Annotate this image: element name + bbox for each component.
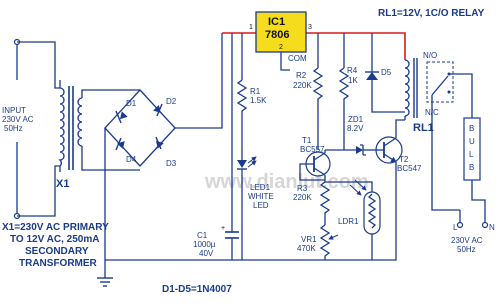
c1-value1: 1000µ bbox=[193, 240, 216, 249]
ic1-pin2: 2 bbox=[279, 44, 283, 51]
transformer-ref: X1 bbox=[56, 178, 69, 190]
t2-ref: T2 bbox=[399, 155, 409, 164]
ic1-com-label: COM bbox=[288, 54, 307, 63]
c1-value2: 40V bbox=[199, 249, 214, 258]
input-label-line2: 230V AC bbox=[2, 115, 34, 124]
output-n: N bbox=[489, 223, 495, 232]
resistor-r4 bbox=[338, 67, 350, 150]
capacitor-c1: + bbox=[221, 225, 239, 260]
ldr1-ref: LDR1 bbox=[338, 217, 359, 226]
ground-symbol bbox=[97, 260, 113, 287]
t2-part: BC547 bbox=[397, 164, 422, 173]
c1-ref: C1 bbox=[197, 231, 208, 240]
r2-ref: R2 bbox=[296, 71, 307, 80]
zener-zd1 bbox=[325, 144, 372, 156]
relay-nc-label: N/C bbox=[425, 108, 439, 117]
r4-ref: R4 bbox=[347, 66, 358, 75]
r4-value: 1K bbox=[348, 76, 358, 85]
input-label-line1: INPUT bbox=[2, 106, 26, 115]
t1-ref: T1 bbox=[302, 136, 312, 145]
relay-spec: RL1=12V, 1C/O RELAY bbox=[378, 8, 485, 19]
output-frequency: 50Hz bbox=[457, 245, 476, 254]
bulb-letter-2: U bbox=[469, 137, 475, 146]
output-terminals bbox=[456, 221, 489, 229]
bulb-letter-1: B bbox=[469, 124, 474, 133]
bridge-rectifier bbox=[104, 33, 223, 260]
relay-no-label: N/O bbox=[423, 51, 437, 60]
transformer-note-line2: TO 12V AC, 250mA bbox=[10, 234, 99, 245]
resistor-r2 bbox=[312, 67, 324, 150]
diode-d3-label: D3 bbox=[166, 159, 177, 168]
ic1-com-wire bbox=[280, 52, 290, 71]
r3-value: 220K bbox=[293, 193, 312, 202]
relay-rl1 bbox=[404, 58, 473, 211]
transformer-note-line3: SECONDARY bbox=[25, 246, 89, 257]
led1-white bbox=[237, 156, 257, 260]
diode-d5 bbox=[365, 60, 405, 113]
ic1-part: 7806 bbox=[265, 29, 289, 41]
zd1-ref: ZD1 bbox=[348, 115, 364, 124]
variable-resistor-vr1 bbox=[319, 224, 339, 260]
led1-line2: WHITE bbox=[248, 192, 274, 201]
d5-label: D5 bbox=[381, 68, 392, 77]
t1-part: BC557 bbox=[300, 145, 325, 154]
svg-text:+: + bbox=[221, 225, 225, 232]
r3-ref: R3 bbox=[297, 184, 308, 193]
transformer-note-line1: X1=230V AC PRIMARY bbox=[2, 222, 109, 233]
transistor-t2 bbox=[330, 119, 405, 261]
input-terminals bbox=[13, 38, 60, 220]
diode-d4-label: D4 bbox=[126, 155, 137, 164]
bulb-letter-3: L bbox=[469, 150, 474, 159]
diode-d1-label: D1 bbox=[126, 99, 137, 108]
input-label-line3: 50Hz bbox=[4, 124, 23, 133]
transformer-note-line4: TRANSFORMER bbox=[19, 258, 98, 269]
ic1-pin1: 1 bbox=[249, 24, 253, 31]
led1-line1: LED1 bbox=[250, 183, 271, 192]
supply-rail-output bbox=[306, 32, 406, 60]
ic1-ref: IC1 bbox=[268, 16, 285, 28]
watermark: www.dianlut.com bbox=[204, 171, 369, 193]
resistor-r3 bbox=[319, 181, 331, 225]
vr1-ref: VR1 bbox=[301, 235, 317, 244]
diode-d2-label: D2 bbox=[166, 97, 177, 106]
output-voltage: 230V AC bbox=[451, 236, 483, 245]
r2-value: 220K bbox=[293, 81, 312, 90]
diode-note: D1-D5=1N4007 bbox=[162, 284, 232, 295]
r1-ref: R1 bbox=[250, 87, 261, 96]
r1-value: 1.5K bbox=[250, 96, 267, 105]
transistor-t1 bbox=[299, 150, 331, 182]
output-l: L bbox=[453, 223, 458, 232]
vr1-value: 470K bbox=[297, 244, 316, 253]
relay-ref: RL1 bbox=[413, 122, 434, 134]
ldr1 bbox=[325, 179, 381, 260]
ic1-pin3: 3 bbox=[308, 24, 312, 31]
bulb bbox=[459, 117, 486, 222]
transformer-x1 bbox=[58, 80, 140, 172]
led1-line3: LED bbox=[253, 201, 269, 210]
zd1-value: 8.2V bbox=[347, 124, 364, 133]
bulb-letter-4: B bbox=[469, 163, 474, 172]
resistor-r1 bbox=[236, 79, 248, 160]
